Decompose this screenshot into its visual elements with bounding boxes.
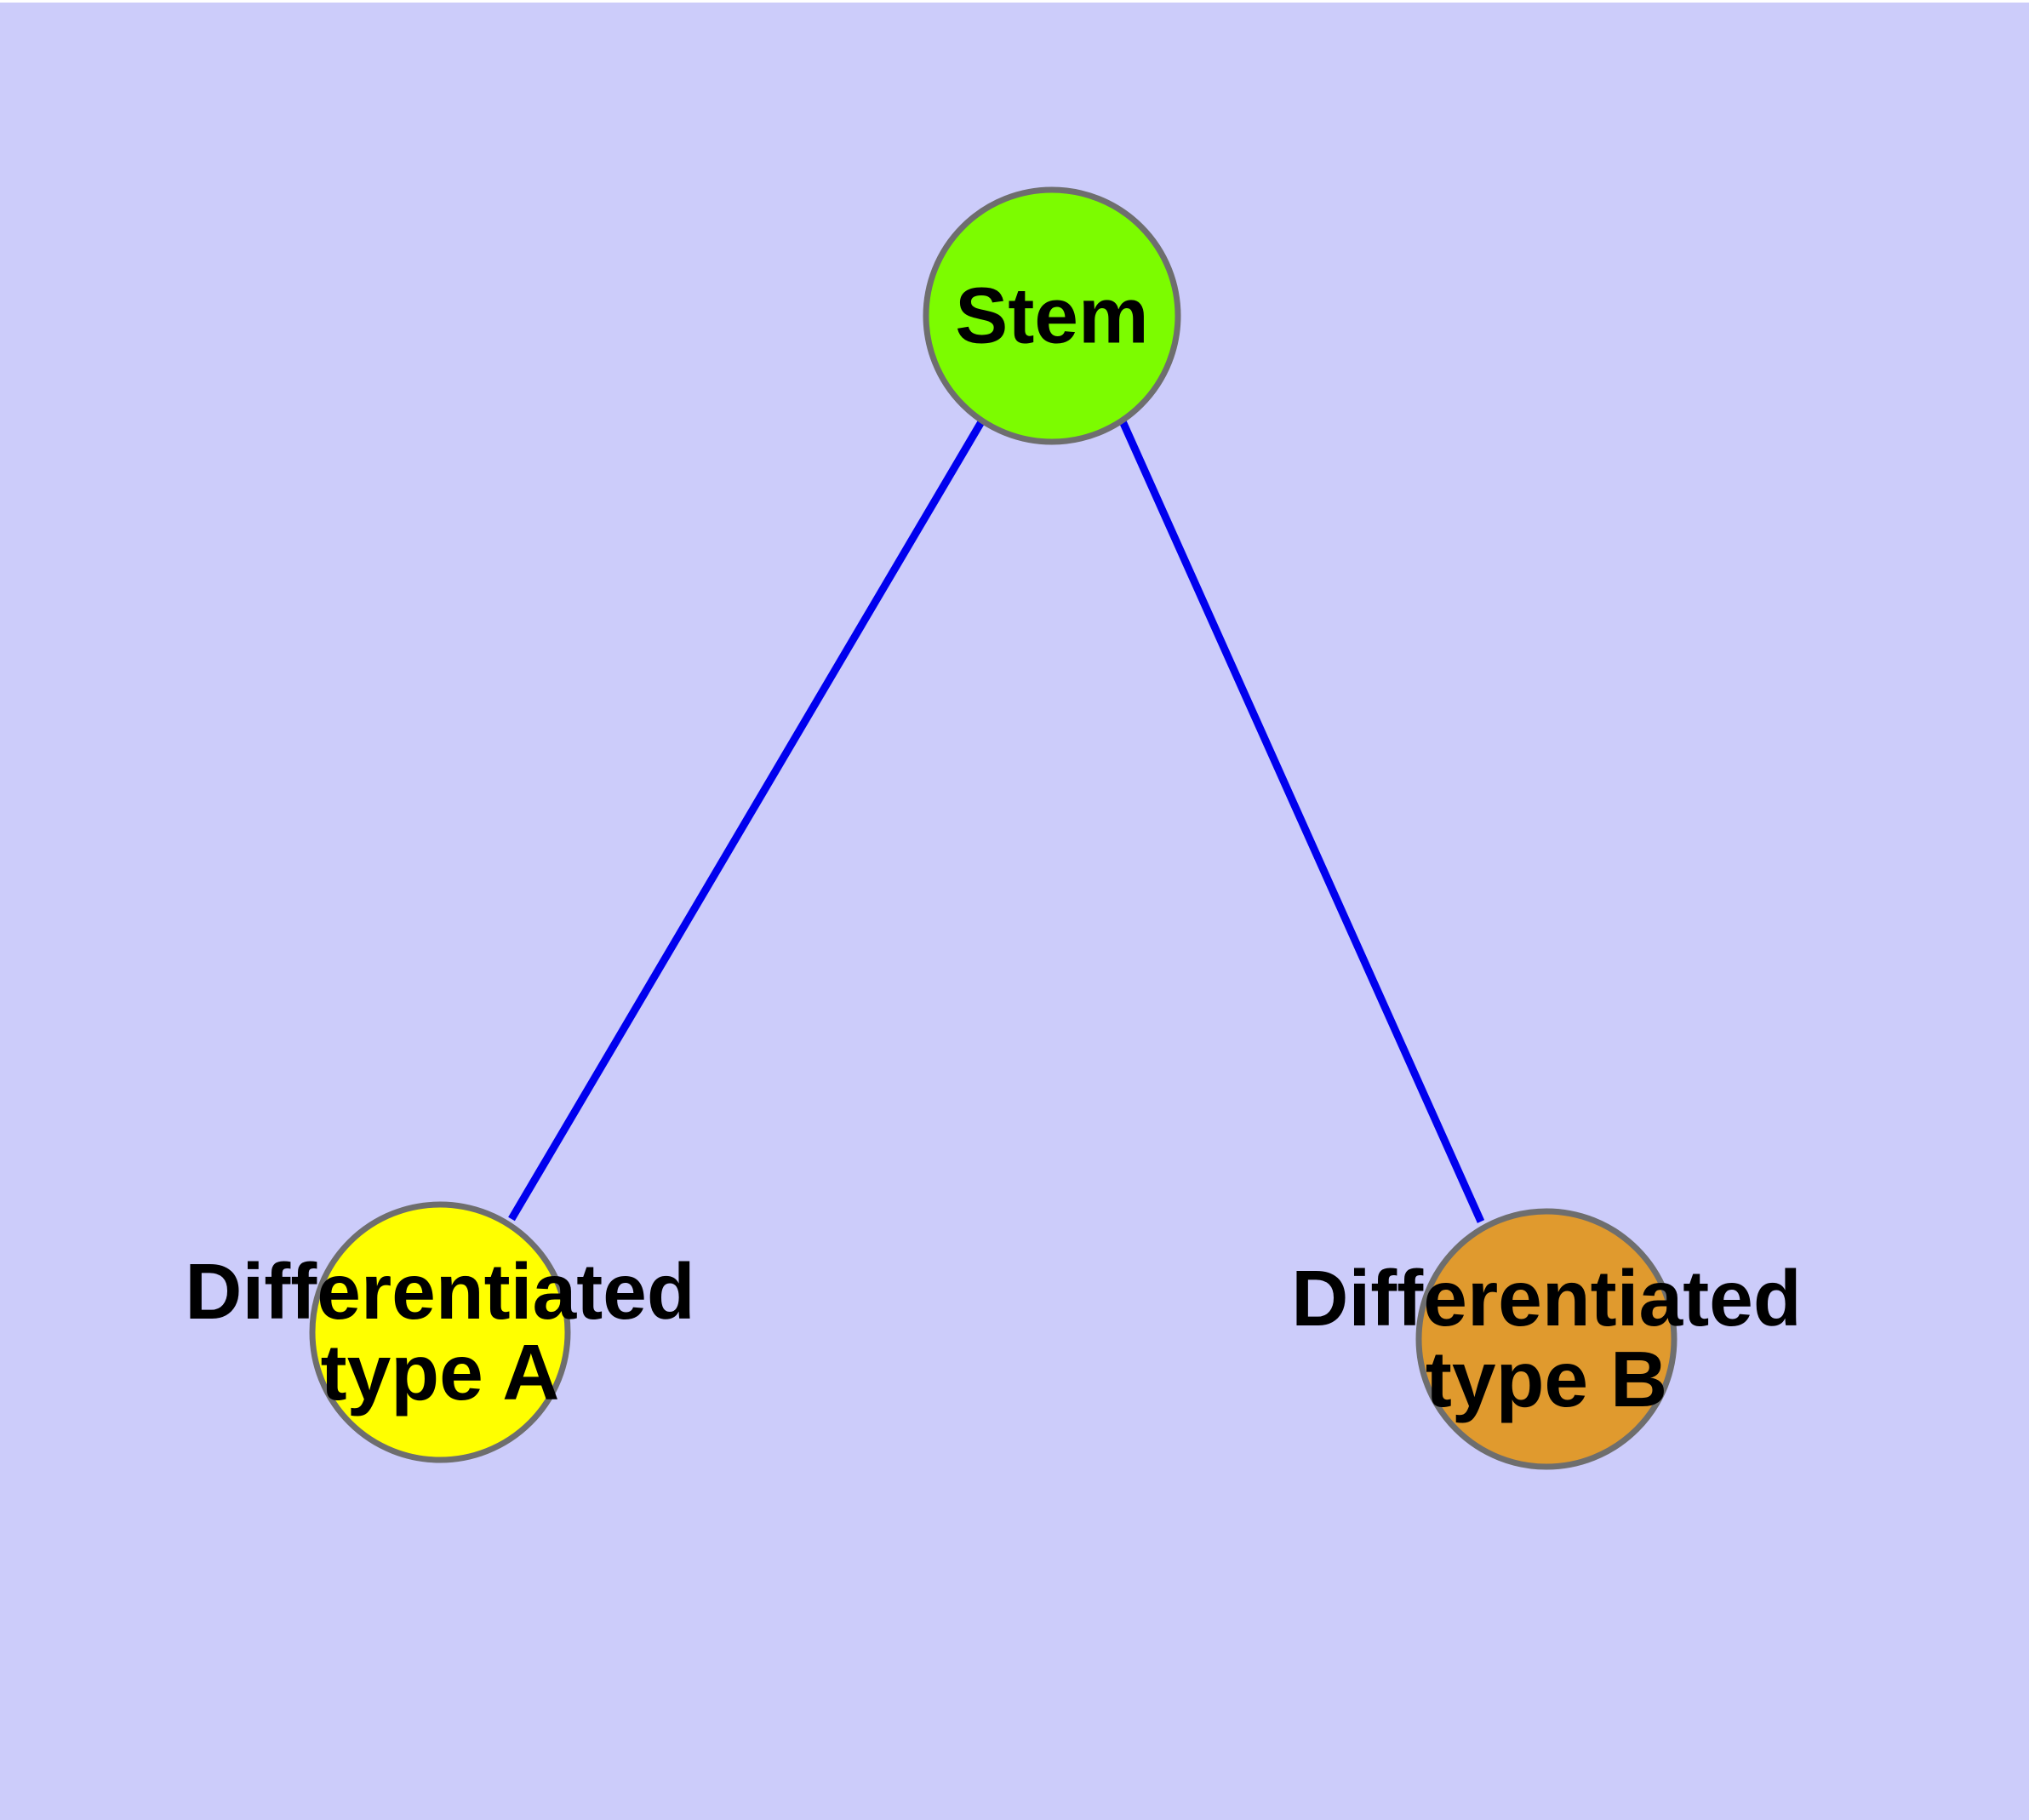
node-diff-type-b[interactable]	[1415, 1208, 1677, 1470]
edges-group	[508, 418, 1485, 1223]
edge-stem-to-type-b[interactable]	[1118, 420, 1485, 1223]
node-diff-type-a[interactable]	[309, 1201, 571, 1463]
edge-stem-to-type-a[interactable]	[508, 418, 986, 1222]
nodes-group	[309, 186, 1677, 1470]
node-stem[interactable]	[923, 186, 1181, 445]
canvas-top-edge	[0, 0, 2029, 3]
